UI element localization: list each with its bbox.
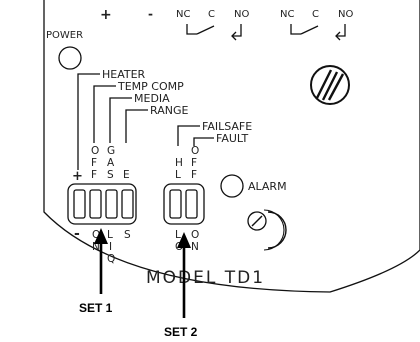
g1-bot-col2-l2: I bbox=[109, 241, 112, 253]
alarm-led bbox=[220, 174, 244, 198]
adjust-potentiometer[interactable] bbox=[247, 209, 287, 251]
g1-top-col1-l1: O bbox=[91, 145, 99, 157]
model-label: MODEL TD1 bbox=[146, 268, 265, 288]
g1-top-col2-l2: A bbox=[107, 157, 115, 169]
g2-top-col2-l3: F bbox=[191, 169, 197, 181]
power-label: POWER bbox=[46, 30, 83, 41]
callout-failsafe: FAILSAFE bbox=[202, 120, 252, 133]
relay1-nc: NC bbox=[176, 9, 190, 20]
g2-bot-col2-l2: N bbox=[191, 241, 199, 253]
g1-bot-col3-l1: S bbox=[124, 229, 131, 241]
panel-outline bbox=[43, 0, 420, 293]
g1-top-col1-l3: F bbox=[91, 169, 97, 181]
g2-bot-col2-l1: O bbox=[191, 229, 199, 241]
relay2-c: C bbox=[312, 9, 319, 20]
g1-plus-sign: + bbox=[72, 169, 83, 184]
callout-temp-comp: TEMP COMP bbox=[117, 80, 184, 93]
g1-minus-sign: - bbox=[74, 226, 80, 242]
dip-switch-1-lever-4[interactable] bbox=[121, 189, 134, 219]
g1-bot-col2-l3: Q bbox=[107, 253, 115, 265]
relay1-no: NO bbox=[234, 9, 249, 20]
brand-logo bbox=[310, 65, 350, 105]
terminal-minus: - bbox=[148, 7, 153, 21]
g2-top-col1-l1: H bbox=[175, 157, 183, 169]
dip-switch-1-lever-3[interactable] bbox=[105, 189, 118, 219]
dip-switch-2-lever-2[interactable] bbox=[185, 189, 198, 219]
g1-bot-col1-l2: N bbox=[92, 241, 100, 253]
callout-range: RANGE bbox=[150, 104, 188, 117]
callout-media: MEDIA bbox=[134, 92, 170, 105]
dip-switch-2-lever-1[interactable] bbox=[169, 189, 182, 219]
set2-arrow bbox=[177, 232, 191, 318]
g1-bot-col1-l1: O bbox=[92, 229, 100, 241]
callout-heater: HEATER bbox=[102, 68, 146, 81]
g2-top-col2-l1: O bbox=[191, 145, 199, 157]
g1-top-col3-l1: E bbox=[123, 169, 130, 181]
dip-switch-1-lever-1[interactable] bbox=[73, 189, 86, 219]
group2-callout-lines bbox=[177, 125, 214, 146]
dip-switch-1-lever-2[interactable] bbox=[89, 189, 102, 219]
terminal-plus: + bbox=[100, 7, 112, 23]
group1-callout-lines bbox=[77, 73, 148, 170]
relay2-nc: NC bbox=[280, 9, 294, 20]
dip-switch-2[interactable] bbox=[163, 183, 205, 225]
callout-fault: FAULT bbox=[216, 132, 249, 145]
g1-bot-col2-l1: L bbox=[107, 229, 113, 241]
set1-label: SET 1 bbox=[79, 301, 113, 315]
set1-arrow bbox=[94, 228, 108, 294]
g1-top-col2-l1: G bbox=[107, 145, 115, 157]
g2-top-col1-l2: L bbox=[175, 169, 181, 181]
alarm-label: ALARM bbox=[248, 180, 287, 193]
power-led bbox=[58, 46, 82, 70]
relay2-symbol bbox=[290, 24, 346, 41]
dip-switch-1[interactable] bbox=[67, 183, 137, 225]
relay1-c: C bbox=[208, 9, 215, 20]
g2-bot-col1-l1: L bbox=[175, 229, 181, 241]
g1-top-col1-l2: F bbox=[91, 157, 97, 169]
relay1-symbol bbox=[186, 24, 242, 41]
g1-top-col2-l3: S bbox=[107, 169, 114, 181]
set2-label: SET 2 bbox=[164, 325, 198, 339]
g2-top-col2-l2: F bbox=[191, 157, 197, 169]
relay2-no: NO bbox=[338, 9, 353, 20]
